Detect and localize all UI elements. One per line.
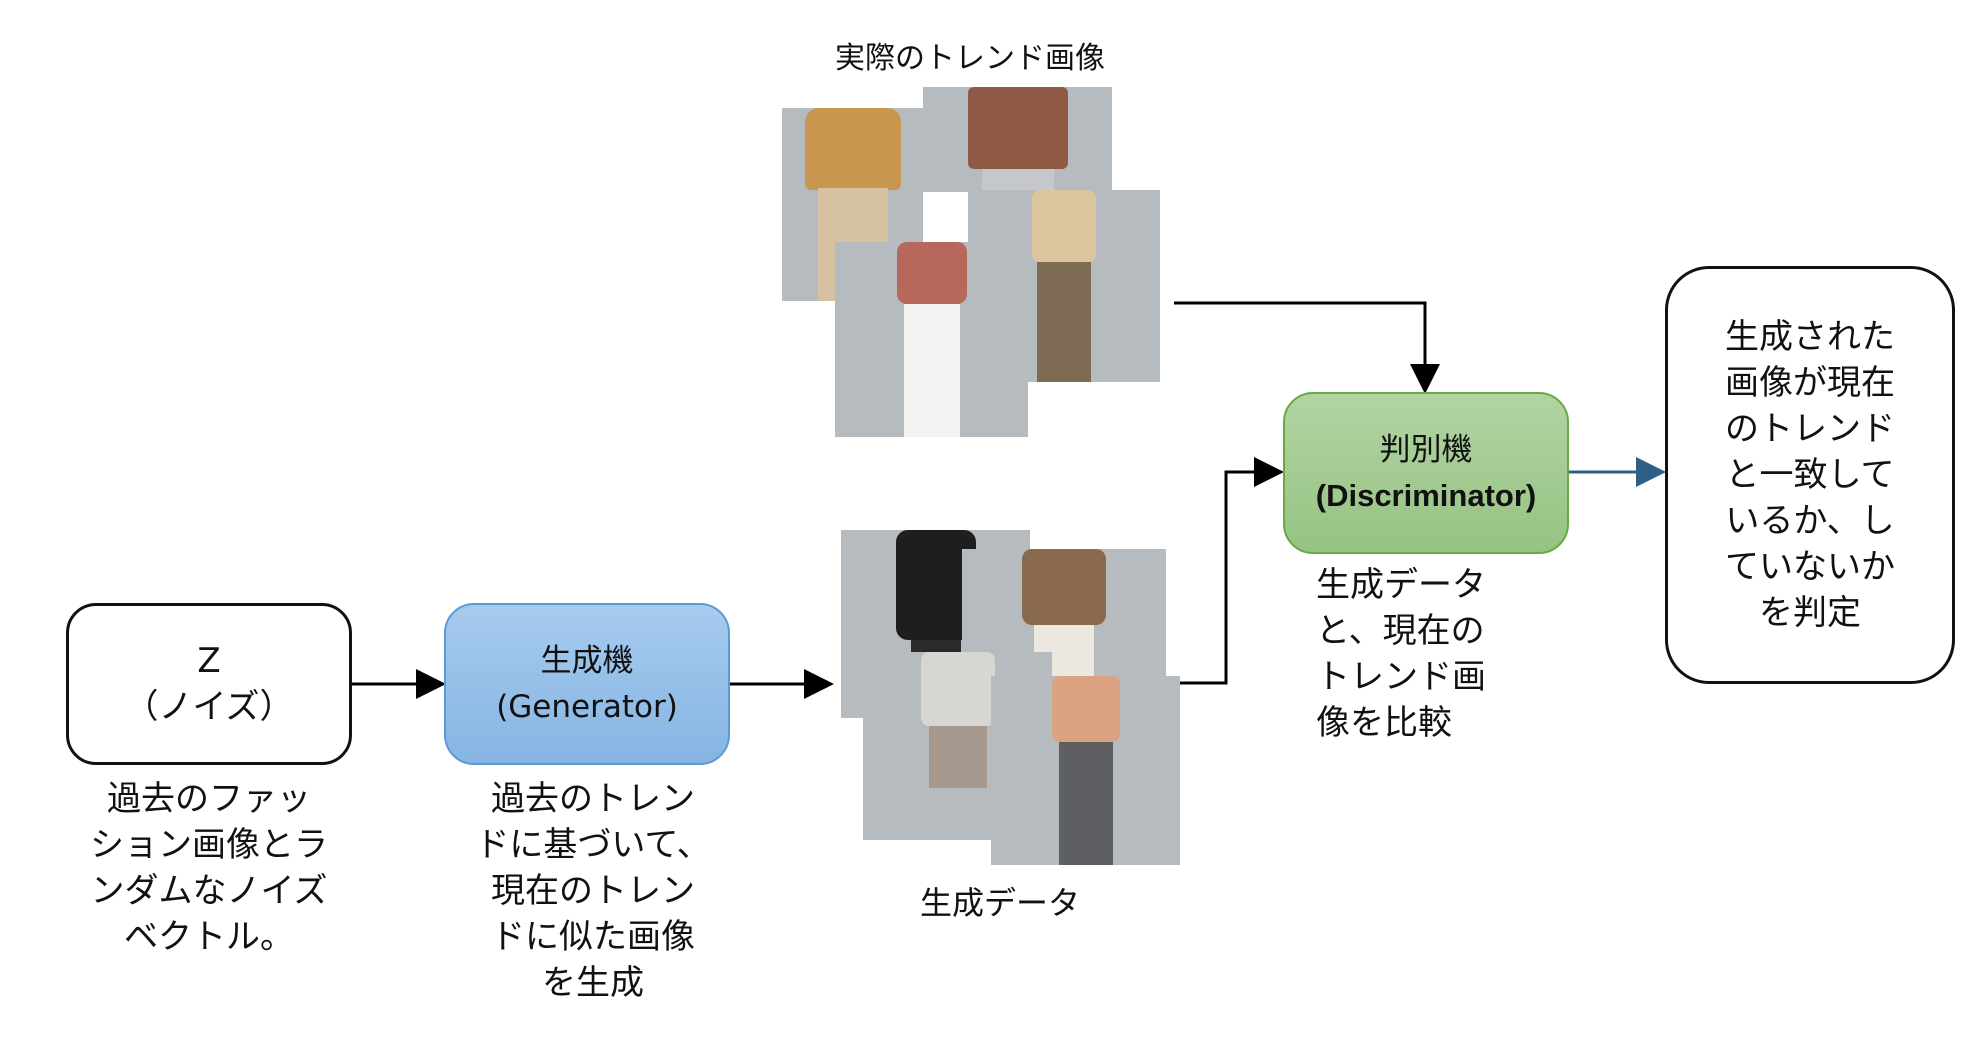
photo-garment-top [1022, 549, 1106, 625]
caption-line: ンダムなノイズ [90, 871, 328, 911]
result-line: ていないか [1725, 547, 1895, 587]
discriminator-node-title: 判別機 [1379, 432, 1473, 468]
result-line: を判定 [1759, 593, 1861, 633]
generator-node: 生成機 (Generator) [444, 603, 730, 765]
caption-line: 過去のトレン [491, 779, 695, 819]
photo-garment-bottom [1058, 742, 1113, 865]
noise-node-title: Z [197, 641, 221, 681]
generated-images-caption: 生成データ [919, 884, 1080, 922]
photo-garment-top [896, 242, 967, 304]
result-node: 生成された 画像が現在 のトレンド と一致して いるか、し ていないか を判定 [1665, 266, 1955, 684]
generator-node-subtitle: (Generator) [496, 689, 678, 725]
real-photo-3 [968, 190, 1160, 382]
caption-line: 過去のファッ [107, 779, 311, 819]
real-photo-2 [923, 87, 1112, 192]
photo-garment-top [967, 87, 1068, 169]
photo-garment-bottom [1037, 262, 1091, 382]
photo-garment-bottom [903, 304, 960, 437]
discriminator-node-subtitle: (Discriminator) [1315, 478, 1537, 513]
real-images-caption: 実際のトレンド画像 [835, 41, 1105, 76]
photo-garment-top [920, 652, 995, 726]
result-line: のトレンド [1725, 409, 1895, 449]
arrow-real-to-discriminator [1174, 301, 1440, 394]
photo-garment-bottom [981, 169, 1054, 192]
caption-line: ドに似た画像 [491, 917, 695, 957]
noise-node-subtitle: （ノイズ） [124, 687, 294, 727]
caption-line: ドに基づいて、 [475, 825, 711, 865]
generated-photo-4 [991, 676, 1180, 865]
result-line: と一致して [1725, 455, 1895, 495]
caption-line: 現在のトレン [491, 871, 695, 911]
photo-garment-top [1051, 676, 1120, 742]
caption-line: 像を比較 [1316, 703, 1452, 743]
result-line: 生成された [1725, 317, 1895, 357]
caption-line: 生成データ [1316, 565, 1486, 605]
photo-garment-top [804, 108, 901, 190]
caption-line: を生成 [542, 963, 644, 1003]
result-line: いるか、し [1725, 501, 1895, 541]
noise-node: Z （ノイズ） [66, 603, 352, 765]
caption-line: ベクトル。 [124, 917, 294, 957]
generator-caption: 過去のトレン ドに基づいて、 現在のトレン ドに似た画像 を生成 [450, 776, 736, 1006]
photo-garment-top [1032, 190, 1096, 262]
photo-garment-bottom [928, 726, 987, 788]
discriminator-caption: 生成データ と、現在の トレンド画 像を比較 [1316, 562, 1516, 746]
generator-node-title: 生成機 [540, 643, 634, 679]
caption-line: ション画像とラ [90, 825, 328, 865]
discriminator-node: 判別機 (Discriminator) [1283, 392, 1569, 554]
caption-line: と、現在の [1316, 611, 1485, 651]
caption-line: トレンド画 [1316, 657, 1486, 697]
result-line: 画像が現在 [1725, 363, 1895, 403]
arrow-generated-to-discriminator [1180, 457, 1284, 685]
noise-caption: 過去のファッ ション画像とラ ンダムなノイズ ベクトル。 [66, 776, 352, 960]
